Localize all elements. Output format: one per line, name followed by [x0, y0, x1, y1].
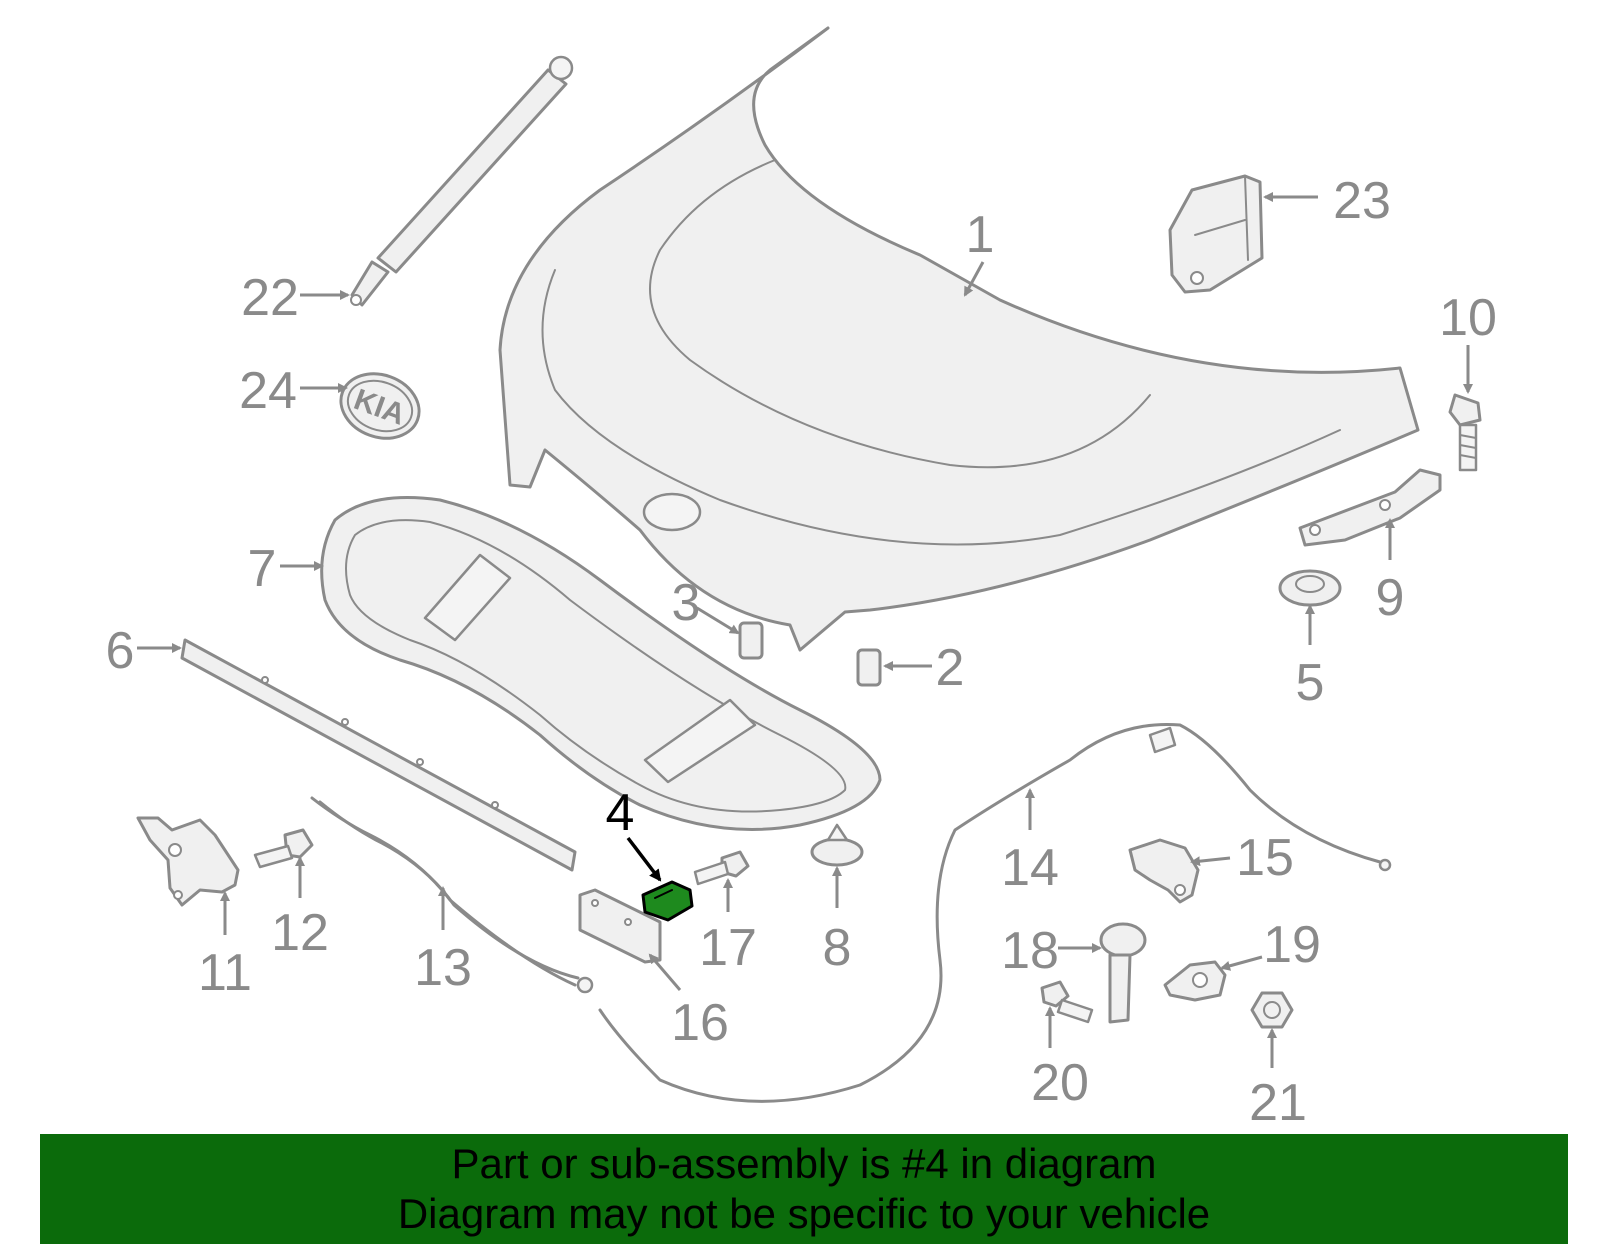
callout-14: 14	[1001, 839, 1059, 897]
callout-24: 24	[239, 362, 297, 420]
callout-12: 12	[271, 904, 329, 962]
callout-9: 9	[1376, 569, 1405, 627]
hood-panel	[498, 26, 1420, 652]
leader-arrows	[137, 192, 1473, 1068]
hood-seal-strip	[180, 638, 577, 872]
callout-11: 11	[198, 944, 252, 1002]
handle-bolt	[1040, 980, 1094, 1024]
latch-bolt	[253, 828, 314, 869]
callout-6: 6	[106, 622, 135, 680]
callout-1: 1	[966, 206, 995, 264]
callout-13: 13	[414, 939, 472, 997]
callout-2: 2	[936, 639, 965, 697]
release-cable	[310, 796, 594, 994]
callout-labels: 1 2 3 4 5 6 7 8 9 10 11 12 13 14 15 16 1…	[106, 172, 1497, 1132]
hood-bumper-2	[856, 648, 882, 687]
hood-hinge	[1298, 468, 1442, 547]
hood-latch	[136, 816, 240, 907]
callout-19: 19	[1263, 916, 1321, 974]
hinge-bolt	[1448, 393, 1482, 472]
callout-21: 21	[1249, 1074, 1307, 1132]
kia-emblem: KIA	[339, 372, 421, 440]
banner-line-2: Diagram may not be specific to your vehi…	[397, 1190, 1211, 1237]
release-handle	[1099, 922, 1147, 1024]
release-cable-assembly	[598, 722, 1392, 1103]
hood-lift-strut	[350, 55, 574, 307]
latch-bracket	[578, 888, 662, 964]
callout-16: 16	[671, 994, 729, 1052]
release-lever	[1163, 960, 1227, 1002]
banner-line-1: Part or sub-assembly is #4 in diagram	[451, 1140, 1157, 1187]
callout-10: 10	[1439, 289, 1497, 347]
callout-5: 5	[1296, 654, 1325, 712]
hood-bracket	[1168, 174, 1264, 294]
callout-4: 4	[606, 784, 635, 842]
callout-17: 17	[699, 919, 757, 977]
callout-3: 3	[672, 574, 701, 632]
part-info-banner: Part or sub-assembly is #4 in diagram Di…	[40, 1134, 1568, 1244]
callout-18: 18	[1001, 922, 1059, 980]
callout-22: 22	[241, 269, 299, 327]
hood-insulator	[320, 496, 882, 831]
bracket-screw	[693, 850, 750, 886]
callout-8: 8	[823, 919, 852, 977]
callout-7: 7	[248, 540, 277, 598]
callout-15: 15	[1236, 829, 1294, 887]
hex-nut	[1250, 991, 1294, 1029]
hood-grommet	[1278, 569, 1342, 607]
hood-bumper-3	[738, 621, 764, 660]
highlighted-part-4	[641, 880, 694, 922]
callout-23: 23	[1333, 172, 1391, 230]
push-clip	[810, 823, 864, 867]
cable-guide	[1128, 838, 1200, 904]
callout-20: 20	[1031, 1054, 1089, 1112]
